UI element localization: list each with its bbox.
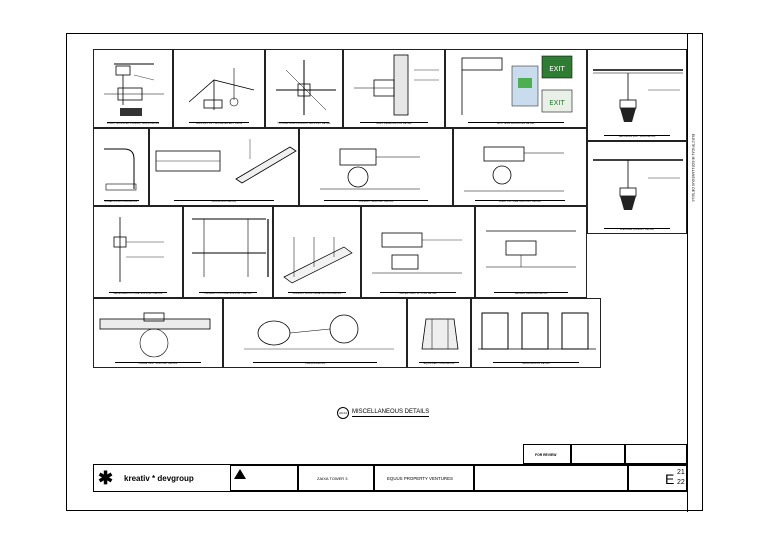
detail-drawing-1 xyxy=(104,63,164,116)
for-review-label: FOR REVIEW xyxy=(535,453,557,457)
detail-panel-14: CONDUIT ROOF PENETRATION DETAIL xyxy=(273,206,361,298)
detail-drawing-9 xyxy=(320,148,420,190)
revision-block xyxy=(571,444,625,464)
detail-caption: RECESSED FIXTURE SUPPORT DETAIL xyxy=(96,292,180,296)
detail-caption: LIGHT FIXTURE SUPPORT DETAIL xyxy=(456,200,584,204)
detail-drawing-7 xyxy=(104,148,137,191)
detail-drawing-3 xyxy=(276,60,336,115)
engineer-logo-icon xyxy=(234,469,246,479)
firm-logo-icon: ✱ xyxy=(98,468,114,488)
detail-panel-18: TRENCH DETAIL xyxy=(223,298,407,368)
detail-caption: WALL PENETRATION DETAIL xyxy=(346,122,442,126)
section-bubble: A6.01 xyxy=(337,407,349,419)
detail-drawing-16 xyxy=(486,230,576,268)
firm-name: kreativ * devgroup xyxy=(124,474,194,483)
svg-text:EXIT: EXIT xyxy=(549,99,565,107)
sheet-letter: E xyxy=(665,471,675,487)
detail-panel-6: SECURING EXIT SIGN DETAIL xyxy=(587,49,687,141)
detail-caption: FLEXIBLE CONDUIT DETAIL xyxy=(590,228,684,232)
detail-drawing-19 xyxy=(421,318,459,350)
detail-panel-1: STRUT MOUNTED CONDUIT RACK DETAIL xyxy=(93,49,173,128)
project-block: ZAIXA TOWER 3 xyxy=(298,465,374,491)
detail-caption: CONDUIT SUPPORT DETAIL xyxy=(302,200,450,204)
detail-drawing-2 xyxy=(188,68,255,110)
detail-panel-19: EQUIPMENT PAD DETAIL xyxy=(407,298,471,368)
detail-caption: EXIT SIGN MOUNTING DETAIL xyxy=(448,122,584,126)
detail-panel-15: WATERTIGHT FITTING DETAIL xyxy=(361,206,475,298)
right-strip-text: ELECTRICAL MISCELLANEOUS DETAILS xyxy=(691,134,695,202)
detail-caption: GROUND ROD DETAIL xyxy=(474,362,598,366)
detail-caption: CONDUIT ROOF PENETRATION DETAIL xyxy=(276,292,358,296)
detail-drawing-4 xyxy=(354,54,439,116)
engineer-block xyxy=(230,465,298,491)
detail-drawing-13 xyxy=(192,218,269,277)
detail-caption: TYPICAL JUNCTION BOX SUPPORT DETAIL xyxy=(268,122,340,126)
section-title: MISCELLANEOUS DETAILS xyxy=(352,409,430,417)
project-name: ZAIXA TOWER 3 xyxy=(317,476,348,481)
detail-drawing-15 xyxy=(372,232,462,274)
sheet-sub-number: 22 xyxy=(677,479,685,486)
detail-drawing-6 xyxy=(593,69,683,122)
detail-caption: TRENCH DETAIL xyxy=(226,362,404,366)
detail-panel-5: EXIT EXIT EXIT SIGN MOUNTING DETAIL xyxy=(445,49,587,128)
sheet-number: 21 xyxy=(677,469,685,476)
detail-drawing-18 xyxy=(244,314,394,350)
client-name: EQUUS PROPERTY VENTURES xyxy=(387,476,453,481)
detail-panel-20: GROUND ROD DETAIL xyxy=(471,298,601,368)
detail-panel-11: FLEXIBLE CONDUIT DETAIL xyxy=(587,141,687,234)
detail-caption: SUPPORT OF TWO-LEVEL EMT RUNS xyxy=(176,122,262,126)
detail-drawing-17 xyxy=(99,312,211,358)
detail-drawing-5: EXIT EXIT xyxy=(461,55,573,115)
detail-drawing-10 xyxy=(464,146,564,192)
detail-caption: SECURING EXIT SIGN DETAIL xyxy=(590,135,684,139)
detail-drawing-8 xyxy=(155,139,297,184)
detail-caption: EQUIPMENT PAD DETAIL xyxy=(410,362,468,366)
title-block: ✱ kreativ * devgroup ZAIXA TOWER 3 EQUUS… xyxy=(93,464,688,492)
right-title-strip: ELECTRICAL MISCELLANEOUS DETAILS xyxy=(687,34,705,512)
detail-panel-13: PENDANT FIXTURE SUPPORT DETAIL xyxy=(183,206,273,298)
detail-caption: SEISMIC BRACING DETAIL xyxy=(478,292,584,296)
detail-panel-17: CABLE TRAY SUPPORT DETAIL xyxy=(93,298,223,368)
detail-panel-16: SEISMIC BRACING DETAIL xyxy=(475,206,587,298)
detail-drawing-11 xyxy=(593,159,683,210)
detail-caption: PANEL MOUNTING DETAIL xyxy=(96,200,146,204)
detail-caption: PENDANT FIXTURE SUPPORT DETAIL xyxy=(186,292,270,296)
detail-panel-3: TYPICAL JUNCTION BOX SUPPORT DETAIL xyxy=(265,49,343,128)
detail-panel-9: CONDUIT SUPPORT DETAIL xyxy=(299,128,453,206)
review-stamp: FOR REVIEW xyxy=(523,444,571,464)
detail-panel-8: FLOOR BOX DETAIL xyxy=(149,128,299,206)
detail-caption: FLOOR BOX DETAIL xyxy=(152,200,296,204)
detail-drawing-20 xyxy=(478,312,596,350)
detail-panel-7: PANEL MOUNTING DETAIL xyxy=(93,128,149,206)
detail-drawing-14 xyxy=(283,237,353,284)
sheet-number-block: E 21 22 xyxy=(628,465,688,491)
detail-panel-10: LIGHT FIXTURE SUPPORT DETAIL xyxy=(453,128,587,206)
svg-text:EXIT: EXIT xyxy=(549,65,565,73)
section-title-group: A6.01 MISCELLANEOUS DETAILS xyxy=(337,407,430,419)
notes-block xyxy=(625,444,687,464)
notes-area xyxy=(474,465,628,491)
detail-caption: STRUT MOUNTED CONDUIT RACK DETAIL xyxy=(96,122,170,126)
detail-panel-2: SUPPORT OF TWO-LEVEL EMT RUNS xyxy=(173,49,265,128)
detail-panel-4: WALL PENETRATION DETAIL xyxy=(343,49,445,128)
drawing-sheet: STRUT MOUNTED CONDUIT RACK DETAIL SUPPOR… xyxy=(66,33,705,512)
detail-panel-12: RECESSED FIXTURE SUPPORT DETAIL xyxy=(93,206,183,298)
client-block: EQUUS PROPERTY VENTURES xyxy=(374,465,474,491)
detail-caption: WATERTIGHT FITTING DETAIL xyxy=(364,292,472,296)
detail-caption: CABLE TRAY SUPPORT DETAIL xyxy=(96,362,220,366)
detail-drawing-12 xyxy=(113,217,164,282)
